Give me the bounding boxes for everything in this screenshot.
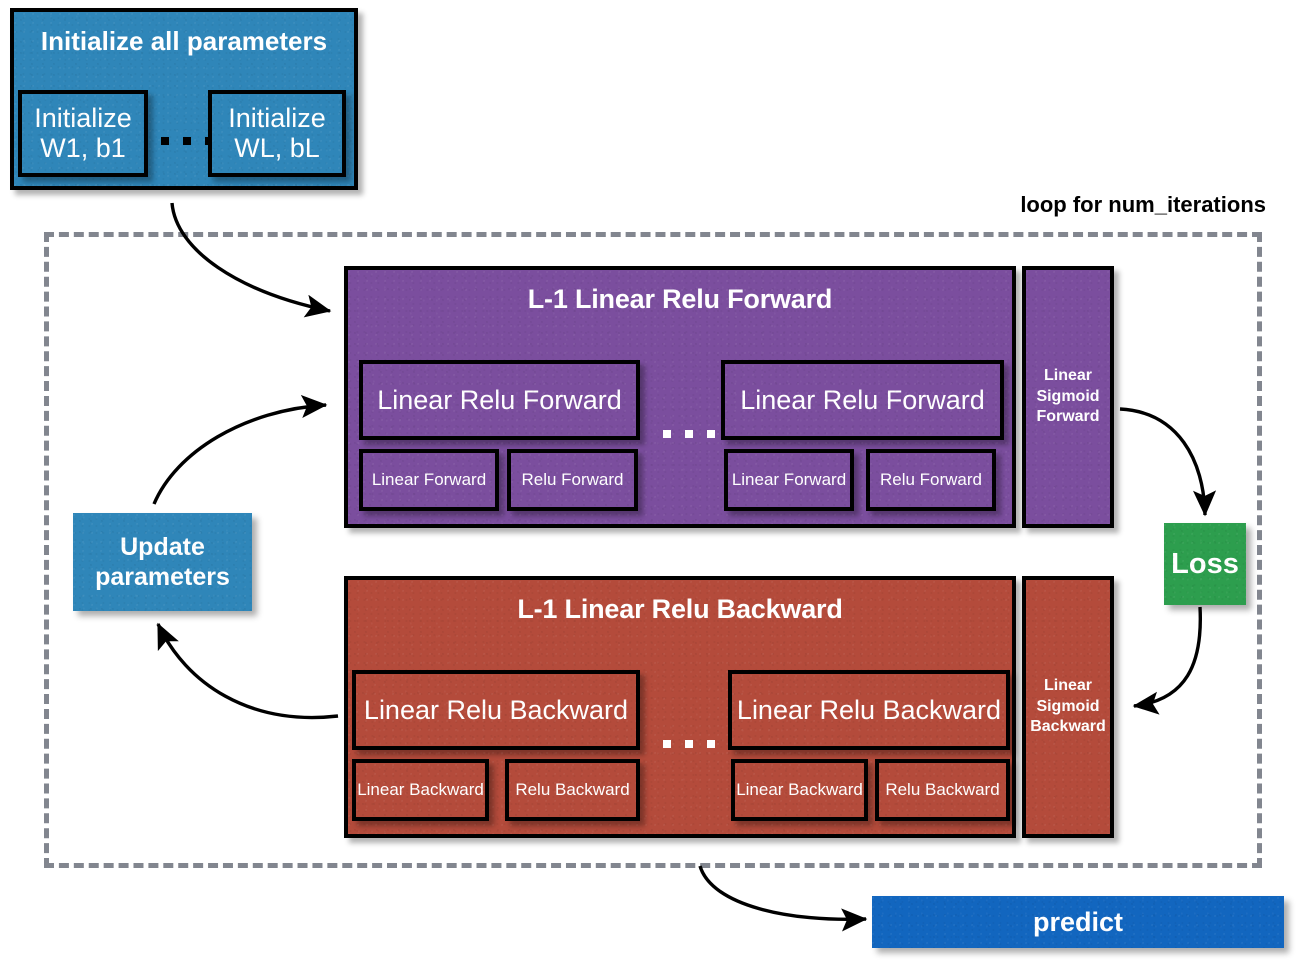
predict-block[interactable]: predict xyxy=(872,896,1284,948)
linear-relu-forward-cell-last-label: Linear Relu Forward xyxy=(740,384,985,415)
linear-backward-first-label: Linear Backward xyxy=(357,780,484,799)
relu-forward-last-label: Relu Forward xyxy=(879,470,983,489)
linear-forward-last-label: Linear Forward xyxy=(731,470,847,489)
initialize-w1-b1-line1: Initialize xyxy=(34,103,132,134)
linear-relu-forward-cell-first[interactable]: Linear Relu Forward xyxy=(359,360,640,440)
forward-ellipsis xyxy=(663,430,715,438)
linear-backward-box-last[interactable]: Linear Backward xyxy=(731,759,868,821)
initialize-w1-b1-box[interactable]: Initialize W1, b1 xyxy=(18,90,148,177)
linear-backward-last-label: Linear Backward xyxy=(736,780,863,799)
update-parameters-line1: Update xyxy=(120,533,205,561)
arrow-loop-to-predict xyxy=(698,865,868,932)
linear-relu-forward-cell-last[interactable]: Linear Relu Forward xyxy=(721,360,1004,440)
relu-forward-first-label: Relu Forward xyxy=(521,470,624,489)
relu-backward-first-label: Relu Backward xyxy=(515,780,630,799)
linear-sigmoid-forward-block[interactable]: Linear Sigmoid Forward xyxy=(1022,266,1114,528)
loop-label: loop for num_iterations xyxy=(1020,192,1266,217)
relu-backward-last-label: Relu Backward xyxy=(885,780,1000,799)
linear-forward-first-label: Linear Forward xyxy=(371,470,487,489)
relu-forward-box-last[interactable]: Relu Forward xyxy=(866,449,996,511)
loop-container xyxy=(44,232,1262,868)
linear-relu-backward-cell-last[interactable]: Linear Relu Backward xyxy=(728,670,1010,750)
linear-sigmoid-backward-line2: Sigmoid xyxy=(1036,697,1100,715)
forward-block-title: L-1 Linear Relu Forward xyxy=(527,284,833,314)
linear-sigmoid-forward-line1: Linear xyxy=(1043,366,1092,384)
linear-sigmoid-forward-line2: Sigmoid xyxy=(1036,387,1100,405)
linear-sigmoid-backward-line3: Backward xyxy=(1030,718,1106,736)
linear-relu-backward-cell-last-label: Linear Relu Backward xyxy=(736,694,1002,725)
linear-sigmoid-backward-block[interactable]: Linear Sigmoid Backward xyxy=(1022,576,1114,838)
backward-ellipsis xyxy=(663,740,715,748)
relu-backward-box-last[interactable]: Relu Backward xyxy=(875,759,1010,821)
loss-block[interactable]: Loss xyxy=(1164,523,1246,605)
initialize-wl-bl-line1: Initialize xyxy=(228,103,326,134)
linear-forward-box-first[interactable]: Linear Forward xyxy=(359,449,499,511)
linear-sigmoid-backward-line1: Linear xyxy=(1043,676,1092,694)
linear-relu-forward-cell-first-label: Linear Relu Forward xyxy=(377,384,622,415)
initialize-wl-bl-box[interactable]: Initialize WL, bL xyxy=(208,90,346,177)
linear-forward-box-last[interactable]: Linear Forward xyxy=(724,449,854,511)
relu-backward-box-first[interactable]: Relu Backward xyxy=(505,759,640,821)
linear-relu-backward-cell-first[interactable]: Linear Relu Backward xyxy=(352,670,640,750)
update-parameters-block[interactable]: Update parameters xyxy=(73,513,252,611)
loss-label: Loss xyxy=(1171,547,1239,580)
update-parameters-line2: parameters xyxy=(95,563,230,591)
initialize-ellipsis xyxy=(161,137,213,145)
predict-label: predict xyxy=(1032,906,1124,937)
linear-relu-backward-cell-first-label: Linear Relu Backward xyxy=(363,694,629,725)
backward-block-title: L-1 Linear Relu Backward xyxy=(517,594,843,624)
linear-backward-box-first[interactable]: Linear Backward xyxy=(352,759,489,821)
initialize-w1-b1-line2: W1, b1 xyxy=(40,132,126,163)
initialize-wl-bl-line2: WL, bL xyxy=(234,132,320,163)
relu-forward-box-first[interactable]: Relu Forward xyxy=(507,449,638,511)
linear-sigmoid-forward-line3: Forward xyxy=(1036,408,1100,426)
initialize-block-title: Initialize all parameters xyxy=(40,26,328,56)
